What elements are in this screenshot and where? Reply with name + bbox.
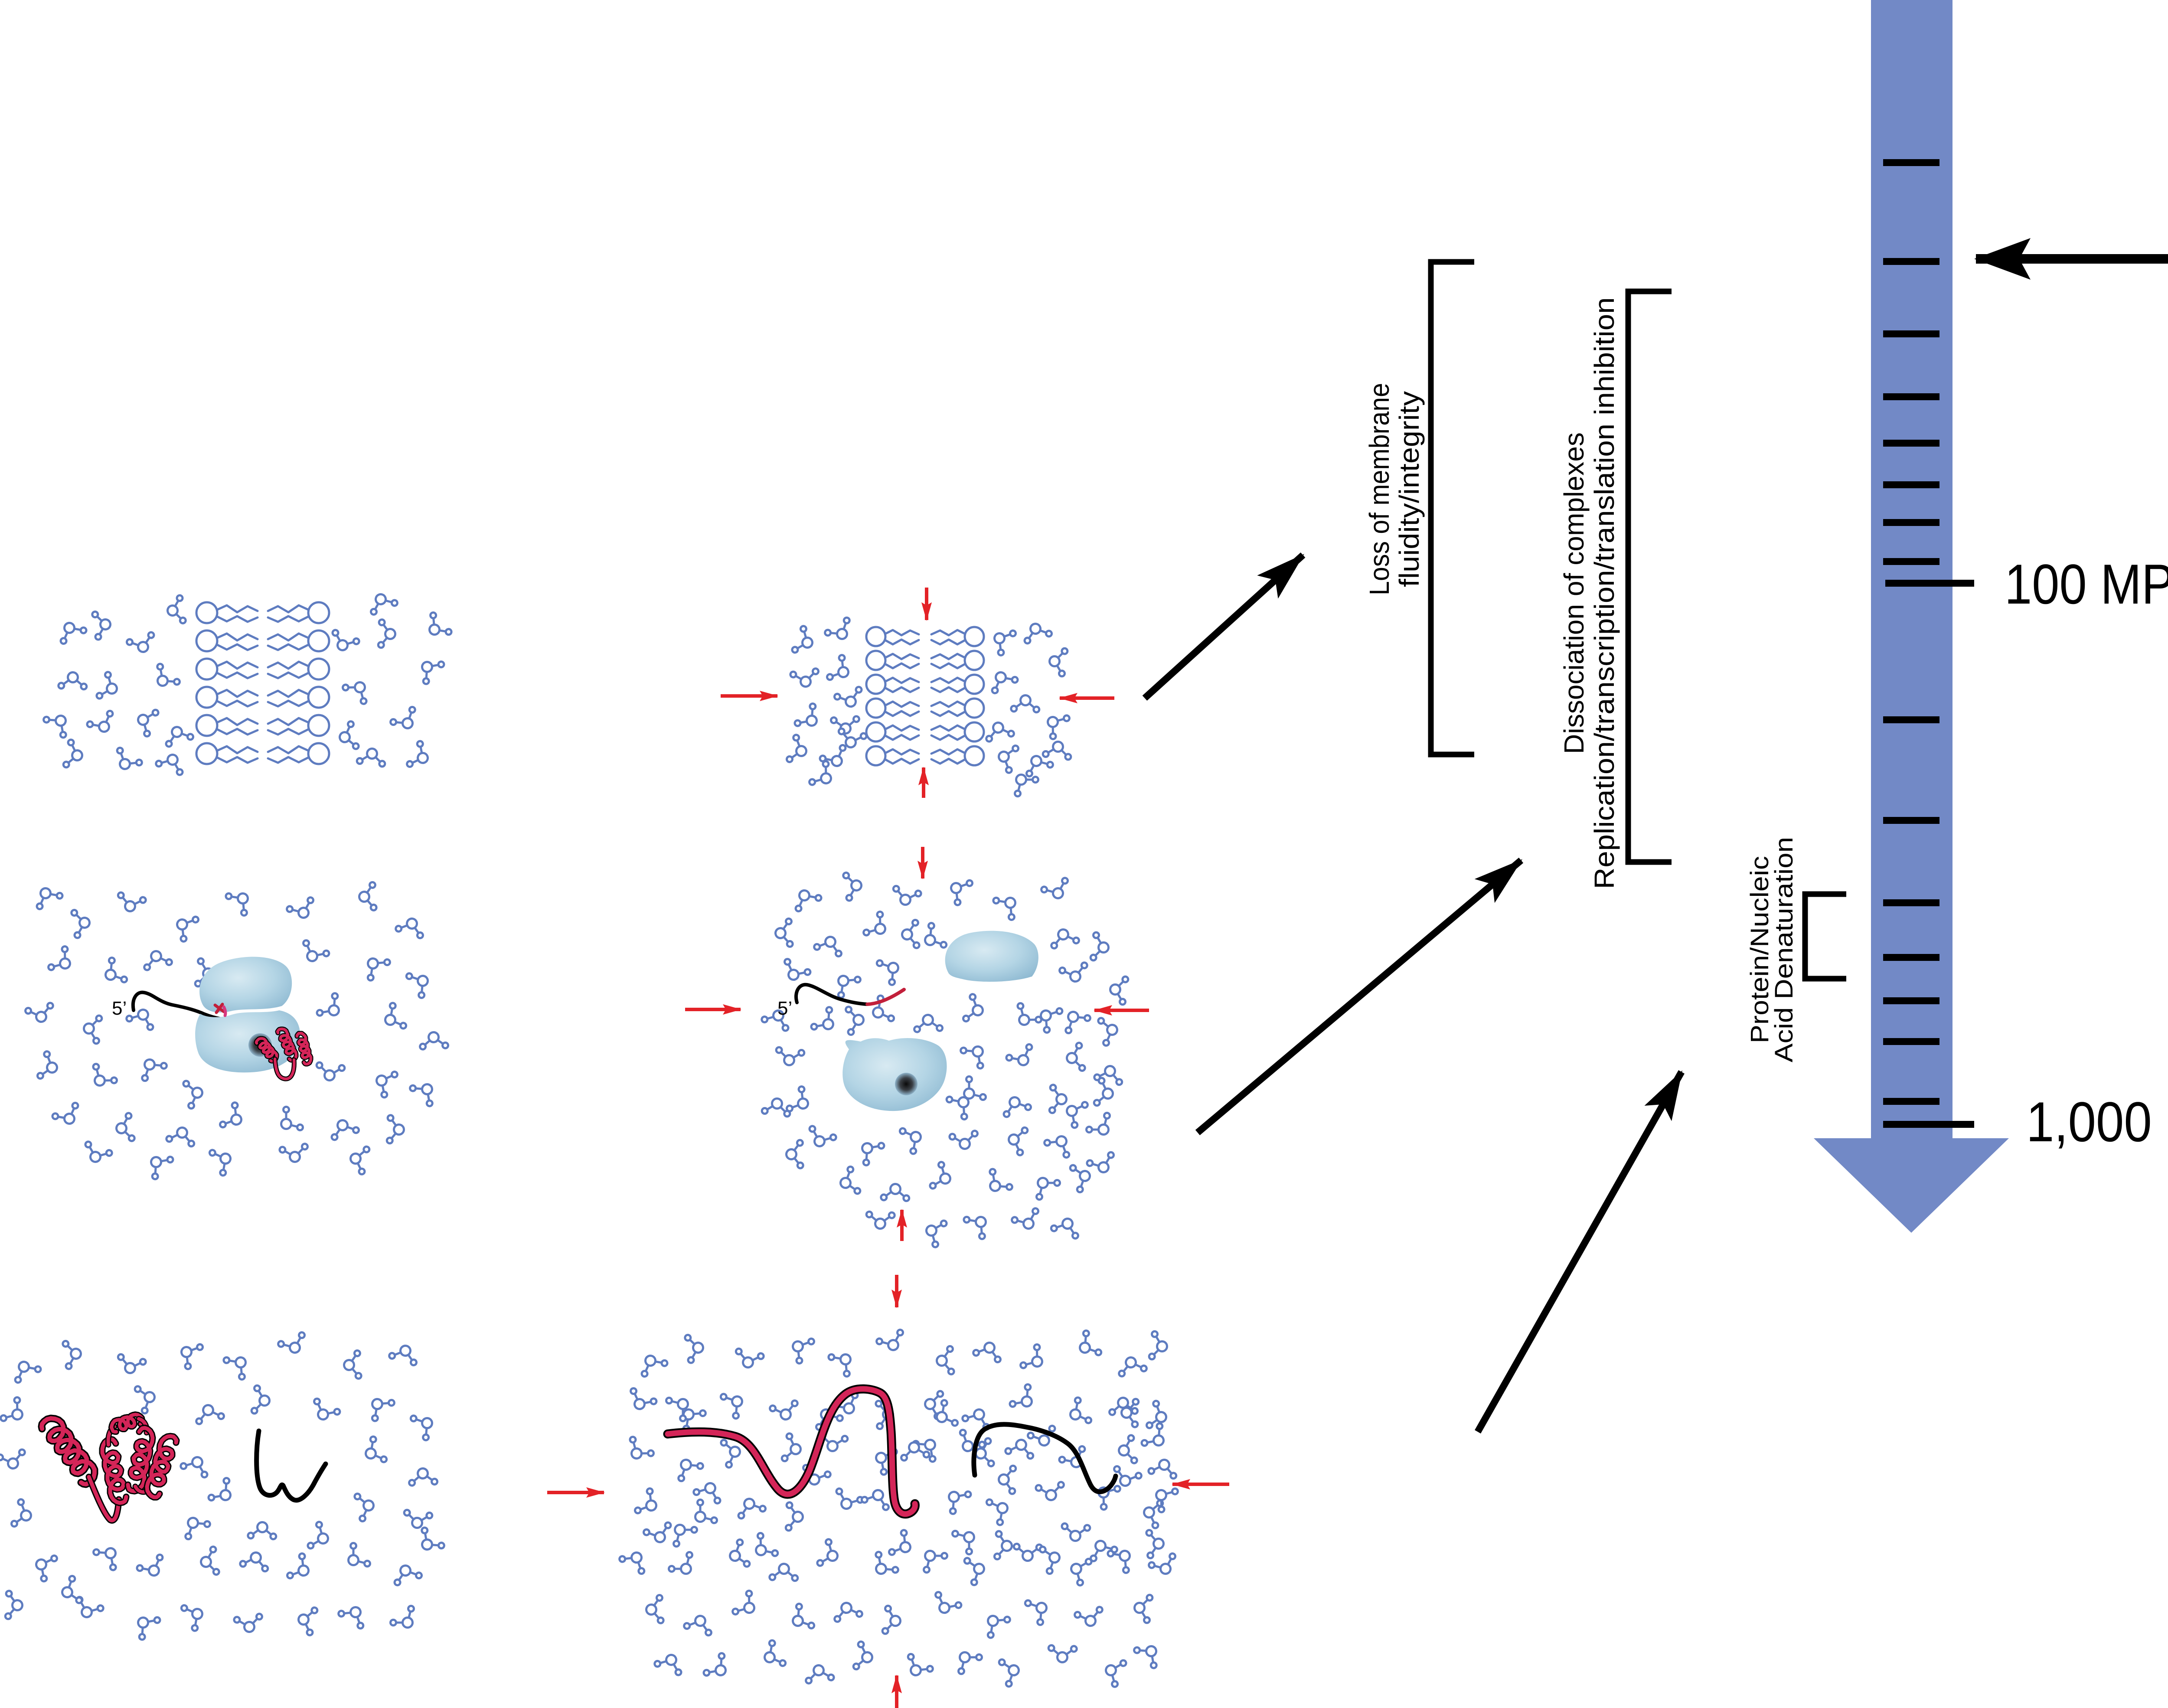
svg-text:1,000 MPa: 1,000 MPa bbox=[2026, 1090, 2168, 1153]
svg-text:5’: 5’ bbox=[777, 998, 792, 1019]
svg-text:fluidity/integrity: fluidity/integrity bbox=[1394, 391, 1425, 587]
svg-text:Protein/Nucleic: Protein/Nucleic bbox=[1746, 856, 1774, 1043]
svg-text:Replication/transcription/tran: Replication/transcription/translation in… bbox=[1589, 297, 1620, 889]
svg-text:100 MPa: 100 MPa bbox=[2005, 552, 2168, 616]
svg-text:Loss of membrane: Loss of membrane bbox=[1364, 383, 1395, 595]
svg-text:Dissociation of complexes: Dissociation of complexes bbox=[1558, 432, 1590, 754]
svg-text:5’: 5’ bbox=[112, 998, 127, 1019]
svg-text:Acid Denaturation: Acid Denaturation bbox=[1770, 837, 1798, 1062]
